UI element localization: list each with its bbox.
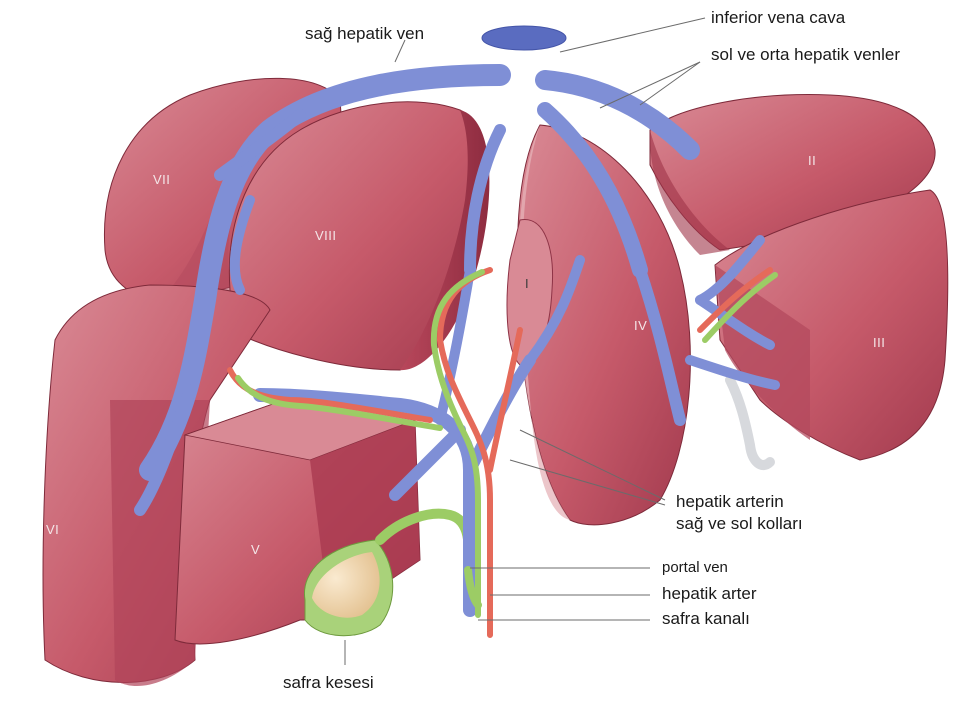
label-right-hepatic-vein: sağ hepatik ven [305, 24, 424, 44]
label-hepatic-artery: hepatik arter [662, 584, 757, 604]
label-bile-duct: safra kanalı [662, 609, 750, 629]
segment-label-i: I [525, 276, 529, 291]
segment-label-iv: IV [634, 318, 647, 333]
label-hepatic-artery-branches-1: hepatik arterin [676, 492, 784, 512]
segment-label-ii: II [808, 153, 816, 168]
segment-label-v: V [251, 542, 260, 557]
segment-label-viii: VIII [315, 228, 337, 243]
segment-label-vii: VII [153, 172, 170, 187]
label-hepatic-artery-branches-2: sağ ve sol kolları [676, 514, 803, 534]
label-inferior-vena-cava: inferior vena cava [711, 8, 845, 28]
label-left-middle-hepatic-veins: sol ve orta hepatik venler [711, 45, 900, 65]
label-portal-vein: portal ven [662, 559, 728, 576]
label-gallbladder: safra kesesi [283, 673, 374, 693]
segment-label-vi: VI [46, 522, 59, 537]
segment-label-iii: III [873, 335, 885, 350]
